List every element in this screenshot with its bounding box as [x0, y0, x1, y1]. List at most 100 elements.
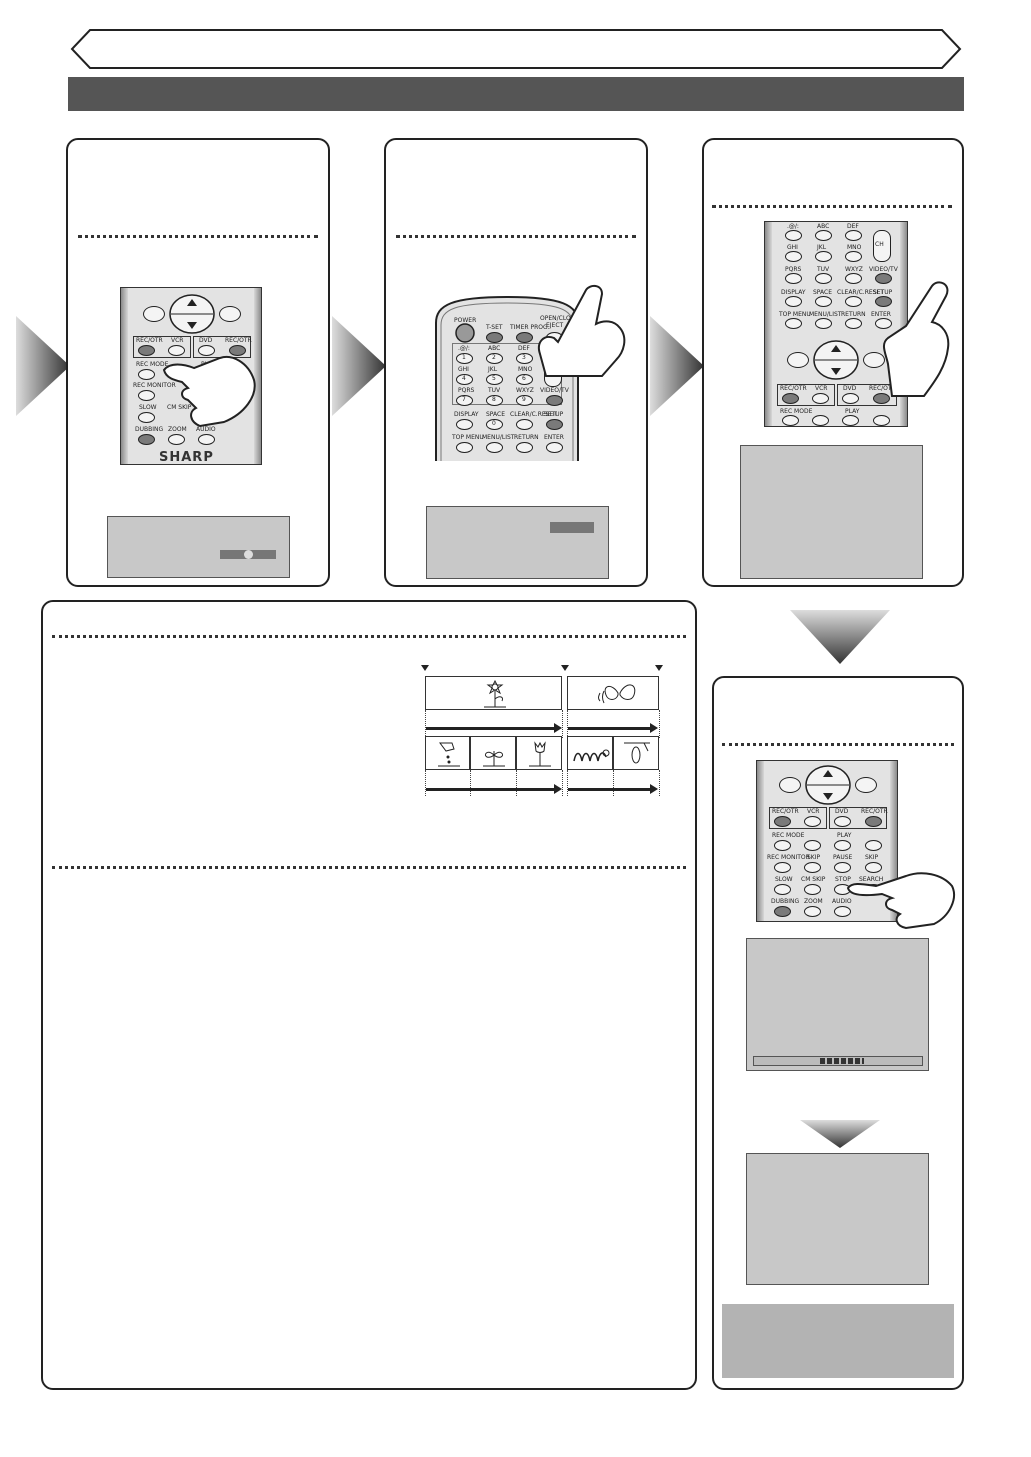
- right-arrow-button[interactable]: [855, 777, 877, 793]
- vcr-button[interactable]: [168, 345, 185, 356]
- flower-icon: [484, 679, 506, 708]
- left-arrow-button[interactable]: [143, 306, 165, 322]
- enter-label: ENTER: [544, 434, 564, 441]
- key-1[interactable]: [785, 230, 802, 241]
- rec-otr-vcr-button[interactable]: [782, 393, 799, 404]
- vcr-button-group: [133, 336, 191, 358]
- vcr-button[interactable]: [804, 816, 821, 827]
- tv-screen-preview: [426, 506, 609, 579]
- rec-otr-dvd-button[interactable]: [229, 345, 246, 356]
- top-menu-button[interactable]: [456, 442, 473, 453]
- tv-screen-preview: [746, 1153, 929, 1285]
- rec-otr-vcr-button[interactable]: [774, 816, 791, 827]
- marker-icon: [421, 665, 429, 671]
- audio-button[interactable]: [834, 906, 851, 917]
- key-4[interactable]: 4: [456, 374, 473, 385]
- key-1[interactable]: 1: [456, 353, 473, 364]
- slow-button[interactable]: [774, 884, 791, 895]
- video-tv-button[interactable]: [546, 395, 563, 406]
- tv-screen-preview: [740, 445, 923, 579]
- t-set-button[interactable]: [486, 332, 503, 343]
- dvd-button[interactable]: [198, 345, 215, 356]
- key-label: TUV: [488, 387, 501, 394]
- setup-button[interactable]: [546, 419, 563, 430]
- menu-list-button[interactable]: [486, 442, 503, 453]
- right-arrow-button[interactable]: [863, 352, 885, 368]
- pause-button[interactable]: [834, 862, 851, 873]
- zoom-button[interactable]: [804, 906, 821, 917]
- display-button[interactable]: [785, 296, 802, 307]
- vcr-button[interactable]: [812, 393, 829, 404]
- audio-label: AUDIO: [196, 426, 216, 433]
- clear-button[interactable]: [516, 419, 533, 430]
- zoom-button[interactable]: [168, 434, 185, 445]
- dotted-divider: [52, 635, 686, 638]
- right-arrow-button[interactable]: [219, 306, 241, 322]
- dubbing-button[interactable]: [774, 906, 791, 917]
- rec-monitor-button[interactable]: [138, 390, 155, 401]
- skip-back-button[interactable]: [804, 862, 821, 873]
- skip-forward-button[interactable]: [865, 862, 882, 873]
- slow-button[interactable]: [138, 412, 155, 423]
- key-8[interactable]: [815, 273, 832, 284]
- rec-otr-dvd-button[interactable]: [873, 393, 890, 404]
- rec-monitor-button[interactable]: [774, 862, 791, 873]
- chapter-frame: [613, 736, 659, 770]
- key-0[interactable]: [815, 296, 832, 307]
- rec-mode-button[interactable]: [138, 369, 155, 380]
- key-2[interactable]: 2: [486, 353, 503, 364]
- key-4[interactable]: [785, 251, 802, 262]
- left-arrow-button[interactable]: [779, 777, 801, 793]
- timer-prog-button[interactable]: [516, 332, 533, 343]
- rewind-button[interactable]: [812, 415, 829, 426]
- channel-button[interactable]: [873, 230, 891, 262]
- key-9[interactable]: 9: [516, 395, 533, 406]
- fast-forward-button[interactable]: [865, 840, 882, 851]
- menu-list-button[interactable]: [815, 318, 832, 329]
- audio-button[interactable]: [198, 434, 215, 445]
- play-button[interactable]: [834, 840, 851, 851]
- play-button[interactable]: [842, 415, 859, 426]
- key-5[interactable]: 5: [486, 374, 503, 385]
- video-tv-button[interactable]: [875, 273, 892, 284]
- progress-bar-frame: [753, 1056, 923, 1066]
- tv-screen-preview: [746, 938, 929, 1071]
- t-set-label: T-SET: [486, 324, 503, 331]
- fast-forward-button[interactable]: [873, 415, 890, 426]
- rec-otr-dvd-button[interactable]: [865, 816, 882, 827]
- return-button[interactable]: [516, 442, 533, 453]
- key-8[interactable]: 8: [486, 395, 503, 406]
- key-9[interactable]: [845, 273, 862, 284]
- enter-button[interactable]: [546, 442, 563, 453]
- cocoon-icon: [624, 742, 650, 764]
- dotted-divider: [712, 205, 952, 208]
- enter-button[interactable]: [875, 318, 892, 329]
- title-frame: [425, 676, 562, 710]
- left-arrow-button[interactable]: [787, 352, 809, 368]
- dvd-button[interactable]: [834, 816, 851, 827]
- rec-otr-label: REC/OTR: [136, 337, 163, 344]
- key-3[interactable]: 3: [516, 353, 533, 364]
- key-7[interactable]: 7: [456, 395, 473, 406]
- return-button[interactable]: [845, 318, 862, 329]
- top-menu-button[interactable]: [785, 318, 802, 329]
- display-button[interactable]: [456, 419, 473, 430]
- clear-button[interactable]: [845, 296, 862, 307]
- key-2[interactable]: [815, 230, 832, 241]
- key-6[interactable]: [845, 251, 862, 262]
- key-5[interactable]: [815, 251, 832, 262]
- key-6[interactable]: 6: [516, 374, 533, 385]
- rewind-button[interactable]: [804, 840, 821, 851]
- key-7[interactable]: [785, 273, 802, 284]
- display-label: DISPLAY: [454, 411, 479, 418]
- dubbing-button[interactable]: [138, 434, 155, 445]
- key-0[interactable]: 0: [486, 419, 503, 430]
- cm-skip-button[interactable]: [804, 884, 821, 895]
- dotted-divider: [78, 235, 318, 238]
- dvd-button[interactable]: [842, 393, 859, 404]
- rec-mode-button[interactable]: [774, 840, 791, 851]
- key-3[interactable]: [845, 230, 862, 241]
- setup-button[interactable]: [875, 296, 892, 307]
- rec-otr-vcr-button[interactable]: [138, 345, 155, 356]
- rec-mode-button[interactable]: [782, 415, 799, 426]
